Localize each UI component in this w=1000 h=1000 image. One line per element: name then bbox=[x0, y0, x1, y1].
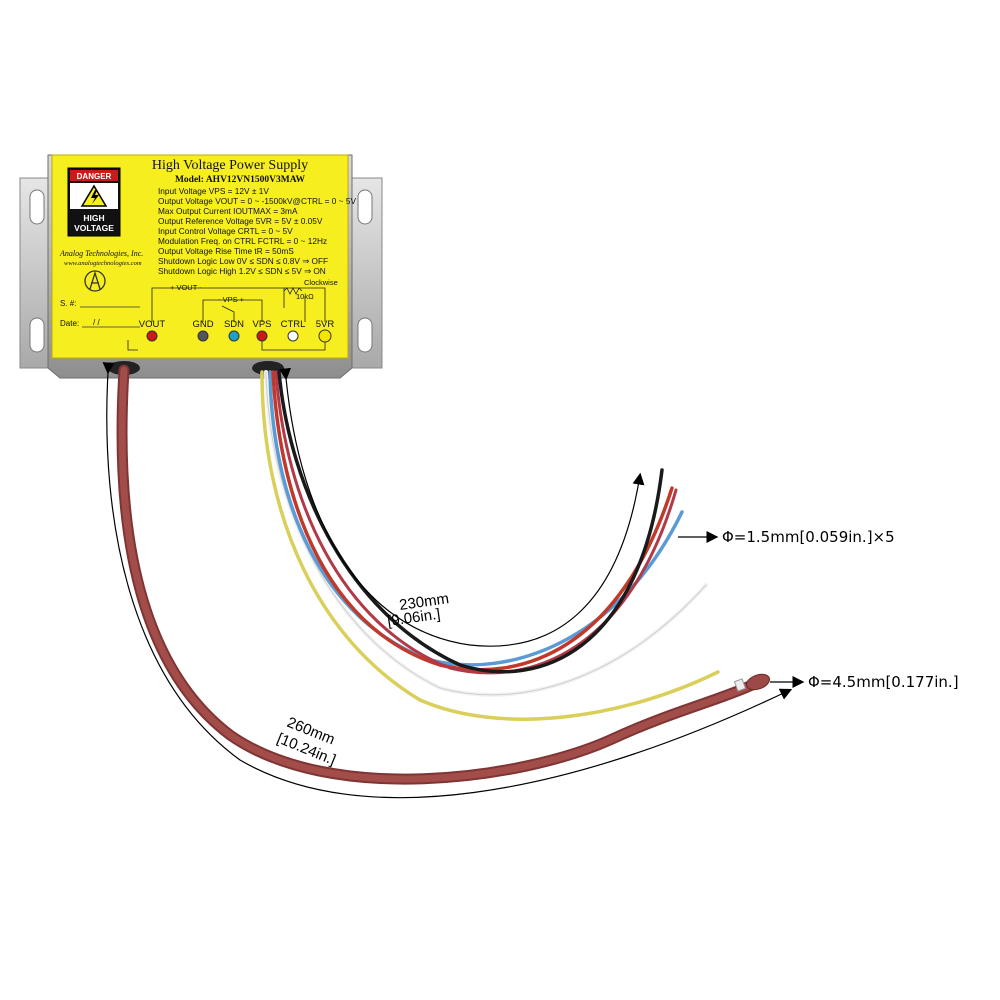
brand-name: Analog Technologies, Inc. bbox=[59, 249, 143, 258]
spec-line: Output Voltage Rise Time tR = 50mS bbox=[158, 246, 294, 256]
spec-line: Input Voltage VPS = 12V ± 1V bbox=[158, 186, 269, 196]
terminal-ctrl bbox=[287, 330, 299, 342]
terminal-label: VOUT bbox=[139, 319, 166, 330]
brand-website: www.analogtechnologies.com bbox=[64, 260, 142, 267]
terminal-label: CTRL bbox=[281, 319, 306, 330]
wiring-schematic bbox=[127, 287, 326, 351]
product-title: High Voltage Power Supply bbox=[152, 158, 308, 173]
terminal-gnd bbox=[197, 330, 209, 342]
terminal-vout bbox=[146, 330, 158, 342]
terminal-row: VOUT GND SDN VPS CTRL 5VR bbox=[139, 319, 335, 343]
terminal-label: 5VR bbox=[316, 319, 335, 330]
terminal-sdn bbox=[228, 330, 240, 342]
clockwise-label: Clockwise bbox=[304, 278, 338, 287]
spec-line: Shutdown Logic High 1.2V ≤ SDN ≤ 5V ⇒ ON bbox=[158, 266, 326, 276]
spec-list: Input Voltage VPS = 12V ± 1V Output Volt… bbox=[158, 186, 356, 276]
terminal-label: VPS bbox=[252, 319, 271, 330]
thin-length-mm: 230mm bbox=[398, 590, 450, 614]
company-logo-icon bbox=[84, 270, 106, 292]
spec-line: Max Output Current IOUTMAX = 3mA bbox=[158, 206, 298, 216]
wire-blue bbox=[268, 370, 684, 667]
terminal-label: SDN bbox=[224, 319, 244, 330]
terminal-5vr bbox=[318, 329, 332, 343]
date-label: Date: bbox=[60, 319, 79, 328]
danger-text: DANGER bbox=[77, 172, 112, 181]
serial-label: S. #: bbox=[60, 299, 76, 308]
danger-warning-sign: DANGER HIGH VOLTAGE bbox=[67, 167, 121, 237]
vout-bus-label: + VOUT - bbox=[170, 283, 202, 292]
spec-line: Output Reference Voltage 5VR = 5V ± 0.05… bbox=[158, 216, 323, 226]
spec-line: Output Voltage VOUT = 0 ~ -1500kV@CTRL =… bbox=[158, 196, 356, 206]
spec-line: Shutdown Logic Low 0V ≤ SDN ≤ 0.8V ⇒ OFF bbox=[158, 256, 328, 266]
warning-line-2: VOLTAGE bbox=[74, 223, 114, 233]
vps-bus-label: - VPS + bbox=[218, 295, 245, 304]
potentiometer-value: 10kΩ bbox=[296, 292, 314, 301]
lightning-bolt-icon bbox=[91, 190, 99, 204]
dimension-230mm bbox=[279, 367, 645, 647]
warning-line-1: HIGH bbox=[83, 213, 104, 223]
dimension-260mm bbox=[102, 362, 793, 799]
thin-length-in: [9.06in.] bbox=[386, 606, 441, 630]
terminal-vps bbox=[256, 330, 268, 342]
spec-line: Modulation Freq. on CTRL FCTRL = 0 ~ 12H… bbox=[158, 236, 327, 246]
thin-wire-bundle bbox=[260, 370, 720, 721]
terminal-label: GND bbox=[192, 319, 213, 330]
date-value: / / bbox=[93, 318, 100, 327]
model-number: Model: AHV12VN1500V3MAW bbox=[175, 175, 306, 185]
wire-red-2 bbox=[274, 370, 678, 675]
thin-wire-diameter: Φ=1.5mm[0.059in.]×5 bbox=[722, 528, 895, 546]
hv-output-cable bbox=[116, 364, 771, 785]
spec-line: Input Control Voltage CRTL = 0 ~ 5V bbox=[158, 226, 293, 236]
diameter-arrows bbox=[678, 531, 805, 688]
wire-red bbox=[271, 370, 674, 672]
hv-cable-diameter: Φ=4.5mm[0.177in.] bbox=[808, 673, 959, 691]
